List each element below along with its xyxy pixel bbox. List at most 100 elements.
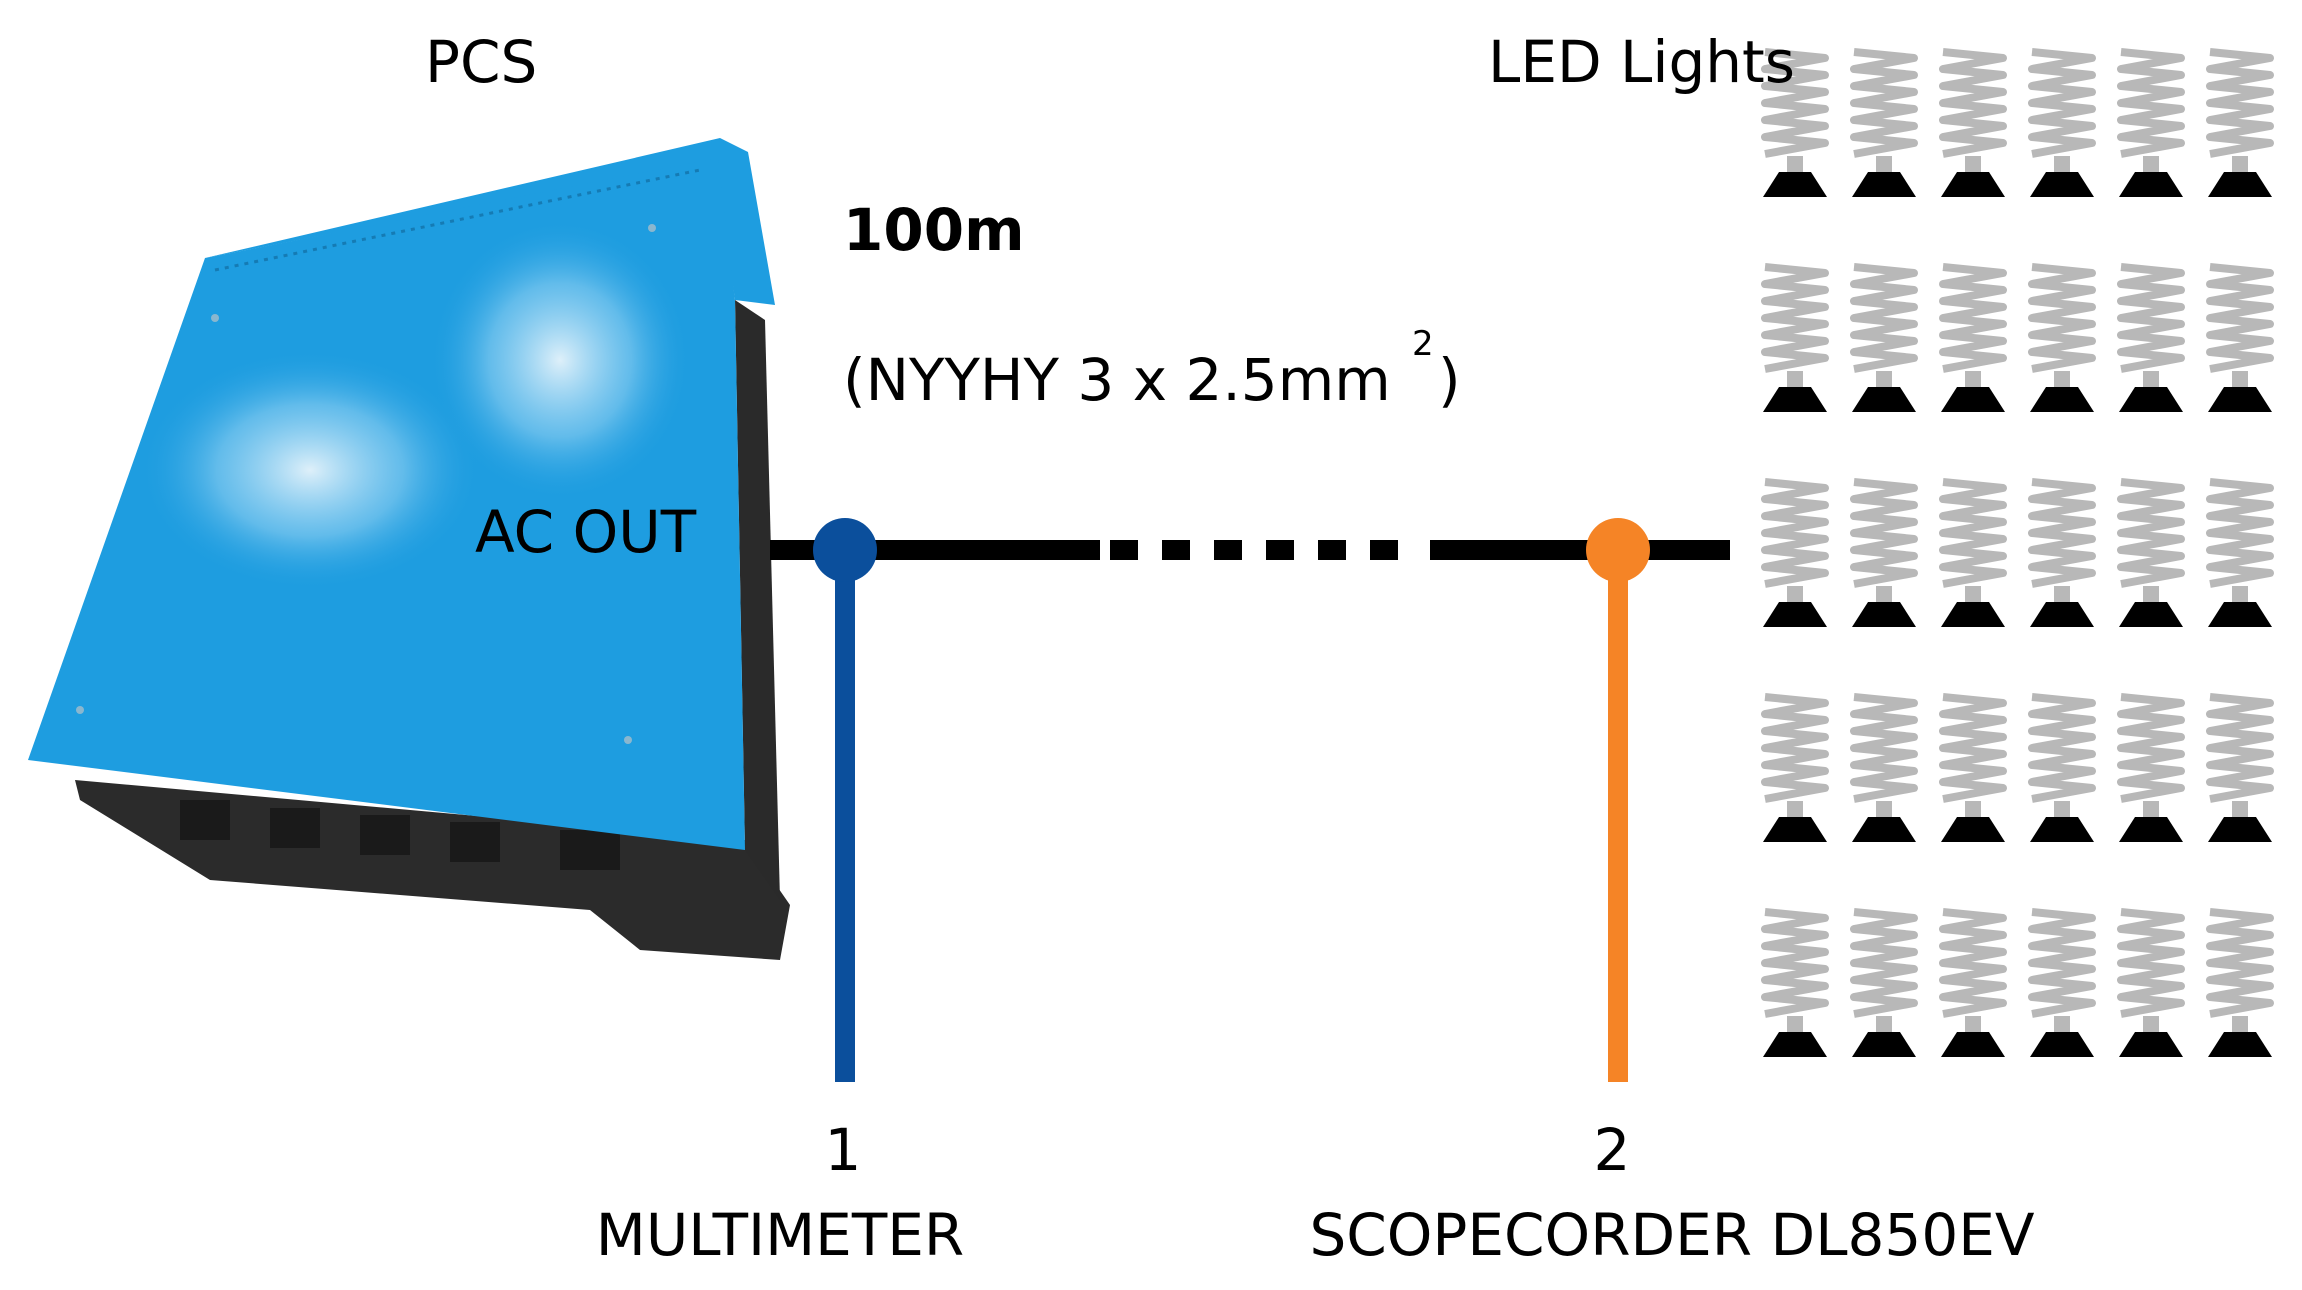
led-base <box>1852 817 1916 842</box>
led-coil <box>2028 48 2096 158</box>
led-base <box>2208 602 2272 627</box>
led-base <box>2208 387 2272 412</box>
cable-spec-text: (NYYHY 3 x 2.5mm <box>843 346 1391 414</box>
led-bulb-icon <box>2028 478 2096 627</box>
led-neck <box>2232 1016 2248 1034</box>
led-neck <box>1876 586 1892 604</box>
led-neck <box>1965 156 1981 174</box>
led-bulb-icon <box>2117 48 2185 197</box>
led-bulb-icon <box>2206 478 2274 627</box>
led-bulb-icon <box>2028 693 2096 842</box>
pcs-gloss <box>140 350 480 590</box>
scopecorder-label: SCOPECORDER DL850EV <box>1309 1201 2034 1269</box>
led-neck <box>2232 801 2248 819</box>
led-bulb-icon <box>2117 478 2185 627</box>
led-base <box>2119 387 2183 412</box>
measurement-point-2 <box>1586 518 1650 1082</box>
led-neck <box>1787 156 1803 174</box>
pcs-label: PCS <box>425 28 537 96</box>
led-base <box>1852 387 1916 412</box>
led-bulb-icon <box>1850 908 1918 1057</box>
led-neck <box>1876 371 1892 389</box>
scopecorder-probe-dot <box>1586 518 1650 582</box>
led-lights-label: LED Lights <box>1488 28 1795 96</box>
led-coil <box>1761 908 1829 1018</box>
led-coil <box>2206 48 2274 158</box>
led-base <box>2119 172 2183 197</box>
led-neck <box>2232 371 2248 389</box>
led-coil <box>2028 908 2096 1018</box>
pcs-underside <box>75 780 790 960</box>
led-bulb-icon <box>1939 478 2007 627</box>
led-base <box>1763 602 1827 627</box>
cable-spec-close-paren: ) <box>1438 346 1461 414</box>
led-bulb-icon <box>2117 908 2185 1057</box>
led-neck <box>2232 586 2248 604</box>
led-coil <box>1850 478 1918 588</box>
led-bulb-icon <box>2117 693 2185 842</box>
led-neck <box>2232 156 2248 174</box>
led-base <box>1941 172 2005 197</box>
led-coil <box>2206 263 2274 373</box>
cable-spec-label: (NYYHY 3 x 2.5mm <box>843 346 1391 414</box>
led-base <box>1763 172 1827 197</box>
led-base <box>2119 1032 2183 1057</box>
led-coil <box>1939 908 2007 1018</box>
led-neck <box>1965 1016 1981 1034</box>
led-bulb-icon <box>1850 263 1918 412</box>
led-base <box>1941 1032 2005 1057</box>
led-bulb-icon <box>2206 908 2274 1057</box>
pcs-lid <box>205 138 775 305</box>
multimeter-probe-dot <box>813 518 877 582</box>
led-base <box>2030 1032 2094 1057</box>
led-coil <box>1939 693 2007 803</box>
led-neck <box>1787 586 1803 604</box>
pcs-screws <box>76 224 656 744</box>
led-base <box>2030 817 2094 842</box>
led-base <box>2208 172 2272 197</box>
led-neck <box>2143 801 2159 819</box>
led-coil <box>2117 263 2185 373</box>
led-neck <box>2054 156 2070 174</box>
led-neck <box>1876 801 1892 819</box>
led-bulb-icon <box>1761 693 1829 842</box>
led-base <box>2030 172 2094 197</box>
led-lights-grid <box>1761 48 2274 1057</box>
led-base <box>2030 602 2094 627</box>
led-coil <box>2117 48 2185 158</box>
measurement-point-1-number: 1 <box>825 1116 862 1184</box>
cable-length-label: 100m <box>843 196 1025 264</box>
led-neck <box>2054 801 2070 819</box>
led-bulb-icon <box>2117 263 2185 412</box>
led-neck <box>1787 801 1803 819</box>
led-neck <box>2054 586 2070 604</box>
led-coil <box>1761 48 1829 158</box>
led-bulb-icon <box>2028 908 2096 1057</box>
led-base <box>1941 817 2005 842</box>
multimeter-label: MULTIMETER <box>596 1201 964 1269</box>
led-bulb-icon <box>1761 478 1829 627</box>
led-bulb-icon <box>1939 48 2007 197</box>
pcs-gloss <box>430 220 690 500</box>
led-bulb-icon <box>1939 263 2007 412</box>
led-bulb-icon <box>2206 48 2274 197</box>
led-neck <box>1965 801 1981 819</box>
pcs-side-panel <box>735 300 780 900</box>
led-base <box>1941 387 2005 412</box>
pcs-vent <box>214 168 701 272</box>
led-neck <box>2143 156 2159 174</box>
led-base <box>2119 817 2183 842</box>
led-neck <box>1787 1016 1803 1034</box>
led-coil <box>1939 48 2007 158</box>
led-neck <box>2143 371 2159 389</box>
led-base <box>1941 602 2005 627</box>
led-neck <box>1965 371 1981 389</box>
led-coil <box>1761 693 1829 803</box>
led-base <box>1852 1032 1916 1057</box>
led-coil <box>2206 693 2274 803</box>
pcs-connectors <box>180 800 620 870</box>
led-bulb-icon <box>1850 478 1918 627</box>
led-coil <box>1850 693 1918 803</box>
led-coil <box>2117 908 2185 1018</box>
